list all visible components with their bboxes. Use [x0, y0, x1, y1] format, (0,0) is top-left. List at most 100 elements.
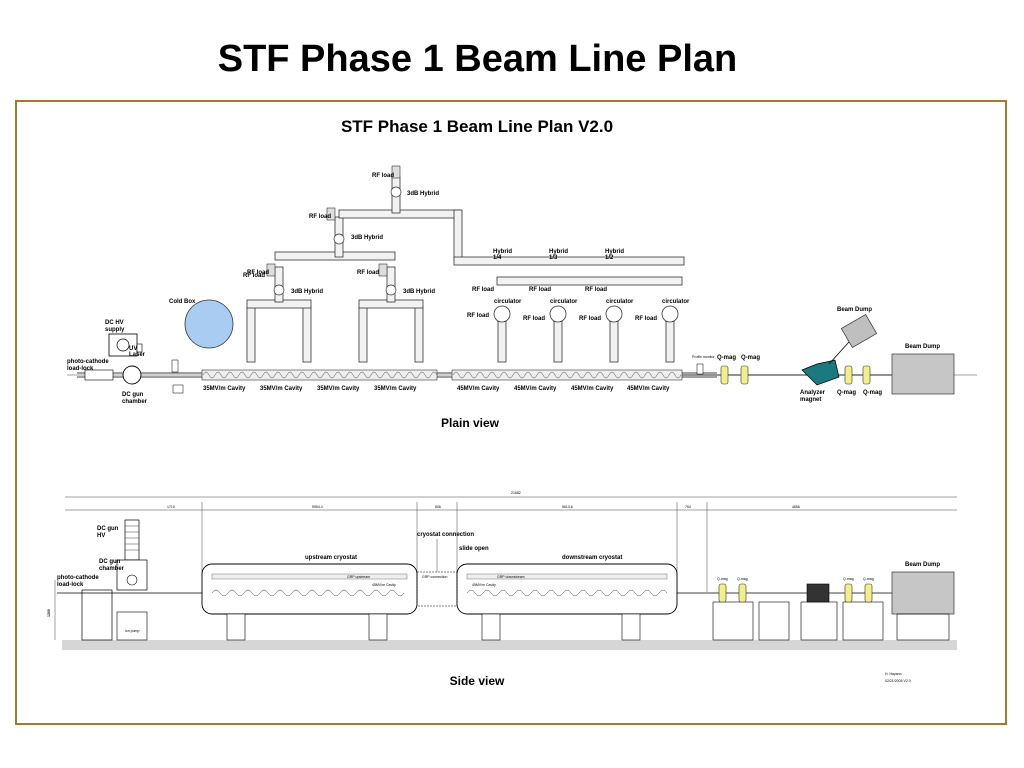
total-length: 21682: [511, 491, 521, 495]
dc-hv-supply-label-2: supply: [105, 327, 125, 333]
rf-load-label-f: RF load: [529, 287, 551, 293]
rf-waveguide-tree: 3dB Hybrid 3dB Hybrid RF load RF load 3d…: [243, 165, 690, 363]
rf-load-label-a: RF load: [247, 270, 269, 276]
rf-load-label-h: RF load: [243, 273, 265, 279]
grp-downstream-label: GRP downstream: [497, 575, 525, 579]
analyzer-magnet: [801, 359, 840, 386]
qmag-side-label-2: Q-mag: [737, 577, 748, 581]
plain-view-caption: Plain view: [441, 416, 500, 430]
side-view: 21682 1710 5954.4 806 5613.6 764 4656 12…: [47, 491, 957, 688]
cavity-string: [201, 369, 683, 381]
qmag-2: [740, 365, 749, 385]
grp-upstream-label: GRP upstream: [347, 575, 370, 579]
segment-4: 5613.6: [562, 505, 573, 509]
hybrid-14-label: Hybrid: [493, 249, 512, 255]
beam-dump-main: [891, 353, 955, 395]
photocathode-side-label-2: load-lock: [57, 582, 84, 588]
height-dim: 1200: [47, 609, 51, 617]
hybrid-12-label: Hybrid: [605, 249, 624, 255]
qmag-label-3: Q-mag: [837, 390, 856, 396]
floor: [62, 640, 957, 650]
qmag-side-3: [844, 583, 853, 603]
beam-line-diagram: STF Phase 1 Beam Line Plan V2.0 DC HV su…: [47, 117, 977, 688]
qmag-side-1: [718, 583, 727, 603]
upstream-label: upstream cryostat: [305, 555, 357, 561]
analyzer-label-2: magnet: [800, 397, 821, 403]
profile-monitor-label: Profile monitor: [692, 355, 715, 359]
rf-load-label-i: RF load: [467, 313, 489, 319]
cavity-label-1: 35MV/m Cavity: [203, 386, 246, 392]
segment-1: 1710: [167, 505, 175, 509]
cryostat-connection-label: cryostat connection: [417, 532, 474, 538]
beam-dump-label-main: Beam Dump: [905, 344, 940, 350]
beam-dump-side-label: Beam Dump: [905, 562, 940, 568]
qmag-side-label-3: Q-mag: [843, 577, 854, 581]
plain-view: DC HV supply UV Laser photo-cathode load…: [67, 165, 977, 430]
qmag-label-1: Q-mag: [717, 355, 736, 361]
rf-load-label-l: RF load: [635, 316, 657, 322]
beam-dump-upper: [840, 313, 878, 349]
rf-load-label-e: RF load: [472, 287, 494, 293]
diagram-title: STF Phase 1 Beam Line Plan V2.0: [341, 117, 613, 136]
rf-load-label-j: RF load: [523, 316, 545, 322]
hybrid-14-label-2: 1/4: [493, 255, 502, 261]
qmag-3: [844, 365, 853, 385]
hybrid-13-label: Hybrid: [549, 249, 568, 255]
cavity-label-4: 35MV/m Cavity: [374, 386, 417, 392]
dc-gun-chamber-label: DC gun: [99, 559, 121, 565]
qmag-side-label-4: Q-mag: [863, 577, 874, 581]
hybrid-label-b: 3dB Hybrid: [403, 289, 435, 295]
side-cavity-label-2: 45MV/m Cavity: [472, 583, 496, 587]
segment-3: 806: [435, 505, 441, 509]
rf-load-label-g: RF load: [585, 287, 607, 293]
beam-dump-label-upper: Beam Dump: [837, 307, 872, 313]
circulator-label-d: circulator: [662, 299, 690, 305]
downstream-cryostat: [456, 563, 678, 615]
slide-open-label: slide open: [459, 546, 489, 552]
dc-gun-hv-label: DC gun: [97, 526, 119, 532]
qmag-4: [862, 365, 871, 385]
photocathode-side-label: photo-cathode: [57, 575, 99, 581]
cavity-label-3: 35MV/m Cavity: [317, 386, 360, 392]
dc-gun-label: DC gun: [122, 392, 144, 398]
dc-gun-hv-label-2: HV: [97, 533, 105, 539]
cavity-label-7: 45MV/m Cavity: [571, 386, 614, 392]
rf-load-label-b: RF load: [357, 270, 379, 276]
slide-title: STF Phase 1 Beam Line Plan: [217, 38, 738, 80]
ion-pump-label: ion pump: [125, 629, 139, 633]
beam-dump-side: [891, 571, 955, 615]
grp-connection-label: GRP connection: [422, 575, 447, 579]
qmag-side-label-1: Q-mag: [717, 577, 728, 581]
photocathode-label-2: load-lock: [67, 366, 94, 372]
dc-gun-chamber: [122, 365, 142, 385]
side-view-caption: Side view: [450, 674, 505, 688]
cold-box: [184, 299, 234, 349]
side-cavity-label: 45MV/m Cavity: [372, 583, 396, 587]
qmag-1: [720, 365, 729, 385]
cavity-label-8: 45MV/m Cavity: [627, 386, 670, 392]
hybrid-13-label-2: 1/3: [549, 255, 558, 261]
circulator-label-b: circulator: [550, 299, 578, 305]
qmag-label-2: Q-mag: [741, 355, 760, 361]
rf-load-label-d: RF load: [372, 173, 394, 179]
hybrid-label-a: 3dB Hybrid: [291, 289, 323, 295]
uv-laser-label: UV: [129, 346, 137, 352]
circulator-label-c: circulator: [606, 299, 634, 305]
cavity-label-6: 45MV/m Cavity: [514, 386, 557, 392]
cavity-label-2: 35MV/m Cavity: [260, 386, 303, 392]
rf-load-label-c: RF load: [309, 214, 331, 220]
segment-6: 4656: [792, 505, 800, 509]
qmag-label-4: Q-mag: [863, 390, 882, 396]
analyzer-side: [806, 583, 830, 603]
analyzer-label: Analyzer: [800, 390, 826, 396]
dc-gun-chamber-label-2: chamber: [99, 566, 125, 572]
upstream-cryostat: [201, 563, 418, 615]
uv-laser-label-2: Laser: [129, 352, 146, 358]
diagram-frame: STF Phase 1 Beam Line Plan V2.0 DC HV su…: [15, 100, 1007, 725]
hybrid-12-label-2: 1/2: [605, 255, 614, 261]
dc-gun-label-2: chamber: [122, 399, 148, 405]
hybrid-label-c: 3dB Hybrid: [351, 235, 383, 241]
dc-hv-supply-label: DC HV: [105, 320, 124, 326]
circulator-label-a: circulator: [494, 299, 522, 305]
downstream-label: downstream cryostat: [562, 555, 622, 561]
